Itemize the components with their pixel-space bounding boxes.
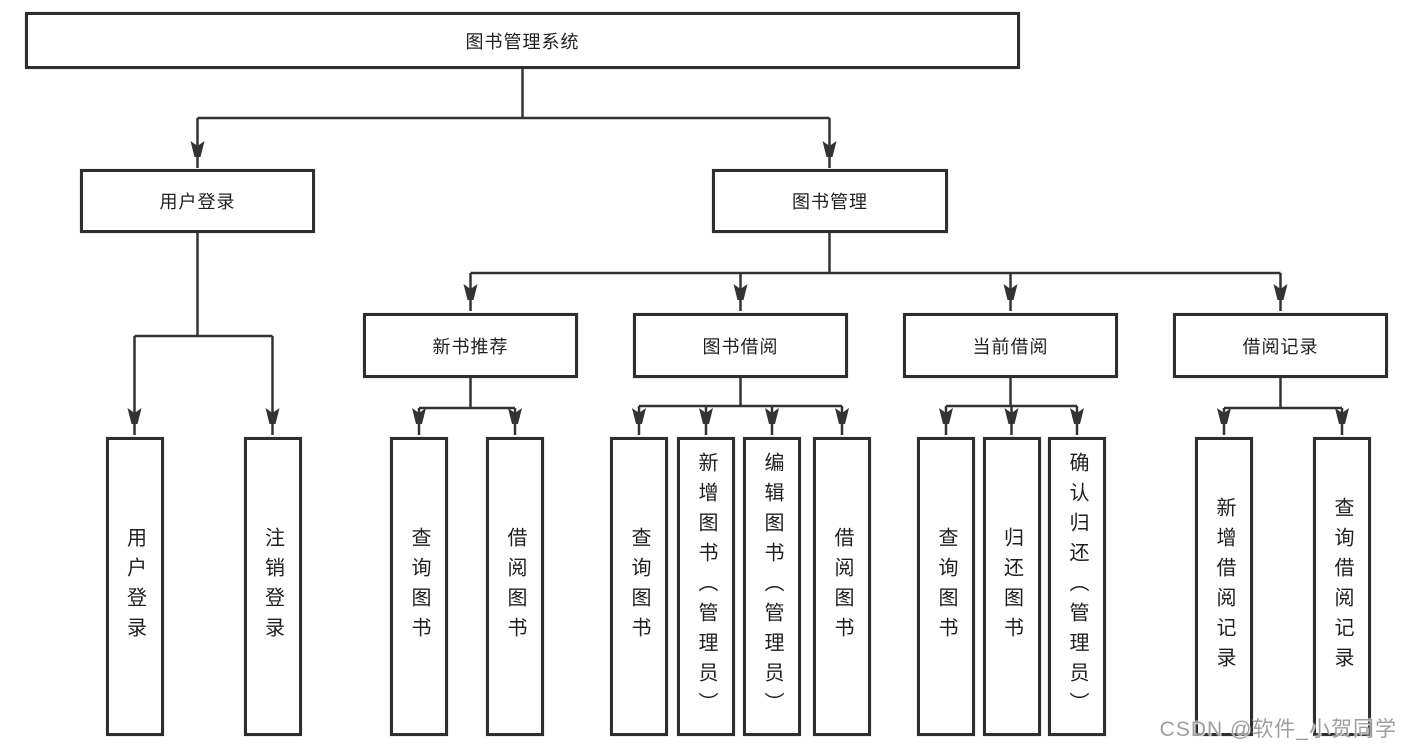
node-new-book-recommend: 新书推荐 xyxy=(363,313,578,378)
leaf-user-login: 用户登录 xyxy=(105,437,164,736)
leaf-logout: 注销登录 xyxy=(243,437,302,736)
leaf-user-login-label: 用户登录 xyxy=(123,526,146,647)
leaf-add-borrow-record-label: 新增借阅记录 xyxy=(1213,496,1235,677)
leaf-query-books-recommend: 查询图书 xyxy=(390,437,448,736)
node-book-borrow-label: 图书借阅 xyxy=(702,336,779,357)
leaf-edit-books-admin: 编辑图书（管理员） xyxy=(743,437,801,736)
leaf-borrow-books-recommend-label: 借阅图书 xyxy=(504,526,526,647)
leaf-query-borrow-record-label: 查询借阅记录 xyxy=(1331,496,1353,677)
node-borrow-records-label: 借阅记录 xyxy=(1242,336,1319,357)
leaf-confirm-return-admin-label: 确认归还（管理员） xyxy=(1066,451,1088,722)
node-borrow-records: 借阅记录 xyxy=(1173,313,1388,378)
node-root-label: 图书管理系统 xyxy=(465,31,580,52)
leaf-borrow-books-recommend: 借阅图书 xyxy=(486,437,544,736)
csdn-watermark: CSDN @软件_小贺同学 xyxy=(1159,718,1397,741)
node-book-management: 图书管理 xyxy=(712,169,948,233)
leaf-return-books: 归还图书 xyxy=(982,437,1041,736)
leaf-query-books-borrow-label: 查询图书 xyxy=(628,526,650,647)
node-root-system: 图书管理系统 xyxy=(25,12,1020,69)
leaf-query-books-recommend-label: 查询图书 xyxy=(408,526,430,647)
leaf-query-books-borrow: 查询图书 xyxy=(610,437,668,736)
leaf-borrow-books: 借阅图书 xyxy=(813,437,871,736)
node-book-borrow: 图书借阅 xyxy=(633,313,848,378)
leaf-logout-label: 注销登录 xyxy=(261,526,284,647)
leaf-confirm-return-admin: 确认归还（管理员） xyxy=(1048,437,1106,736)
node-current-borrow: 当前借阅 xyxy=(903,313,1118,378)
node-user-login-label: 用户登录 xyxy=(159,192,236,212)
node-current-borrow-label: 当前借阅 xyxy=(972,336,1049,357)
leaf-add-borrow-record: 新增借阅记录 xyxy=(1195,437,1253,736)
node-user-login: 用户登录 xyxy=(80,169,315,233)
node-book-management-label: 图书管理 xyxy=(792,192,868,212)
leaf-add-books-admin: 新增图书（管理员） xyxy=(677,437,735,736)
leaf-return-books-label: 归还图书 xyxy=(1000,526,1023,647)
node-new-book-recommend-label: 新书推荐 xyxy=(432,336,509,357)
leaf-query-borrow-record: 查询借阅记录 xyxy=(1313,437,1371,736)
leaf-query-books-current: 查询图书 xyxy=(917,437,975,736)
leaf-query-books-current-label: 查询图书 xyxy=(935,526,957,647)
leaf-edit-books-admin-label: 编辑图书（管理员） xyxy=(761,451,783,722)
leaf-add-books-admin-label: 新增图书（管理员） xyxy=(695,451,717,722)
leaf-borrow-books-label: 借阅图书 xyxy=(831,526,853,647)
